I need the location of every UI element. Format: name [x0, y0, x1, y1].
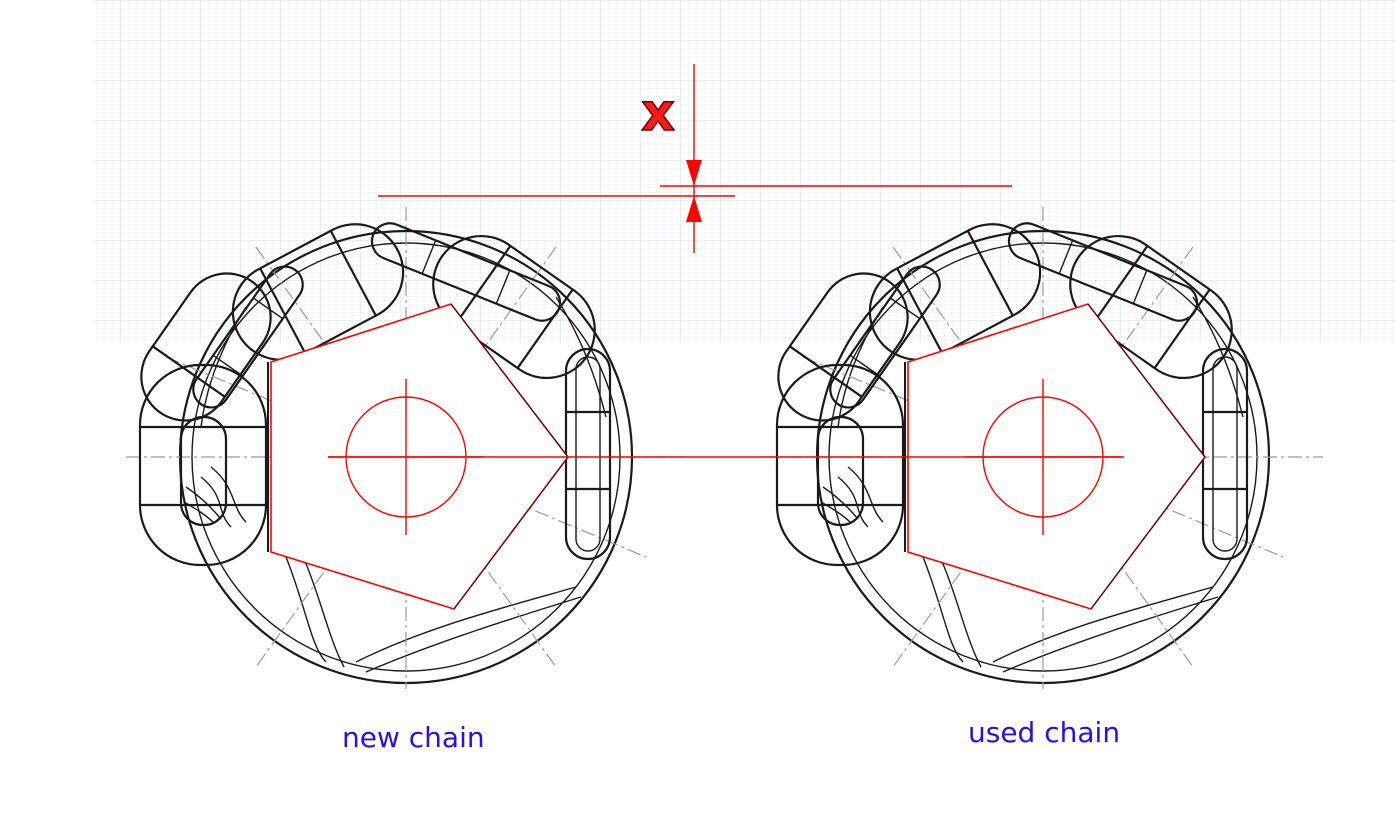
new-chain-label: new chain	[342, 721, 485, 754]
dimension-arrow-down-icon	[686, 160, 702, 186]
grid-background	[95, 0, 1396, 343]
dimension-arrow-up-icon	[686, 196, 702, 222]
used-chain-label: used chain	[968, 716, 1121, 749]
dimension-label: x	[641, 83, 675, 143]
